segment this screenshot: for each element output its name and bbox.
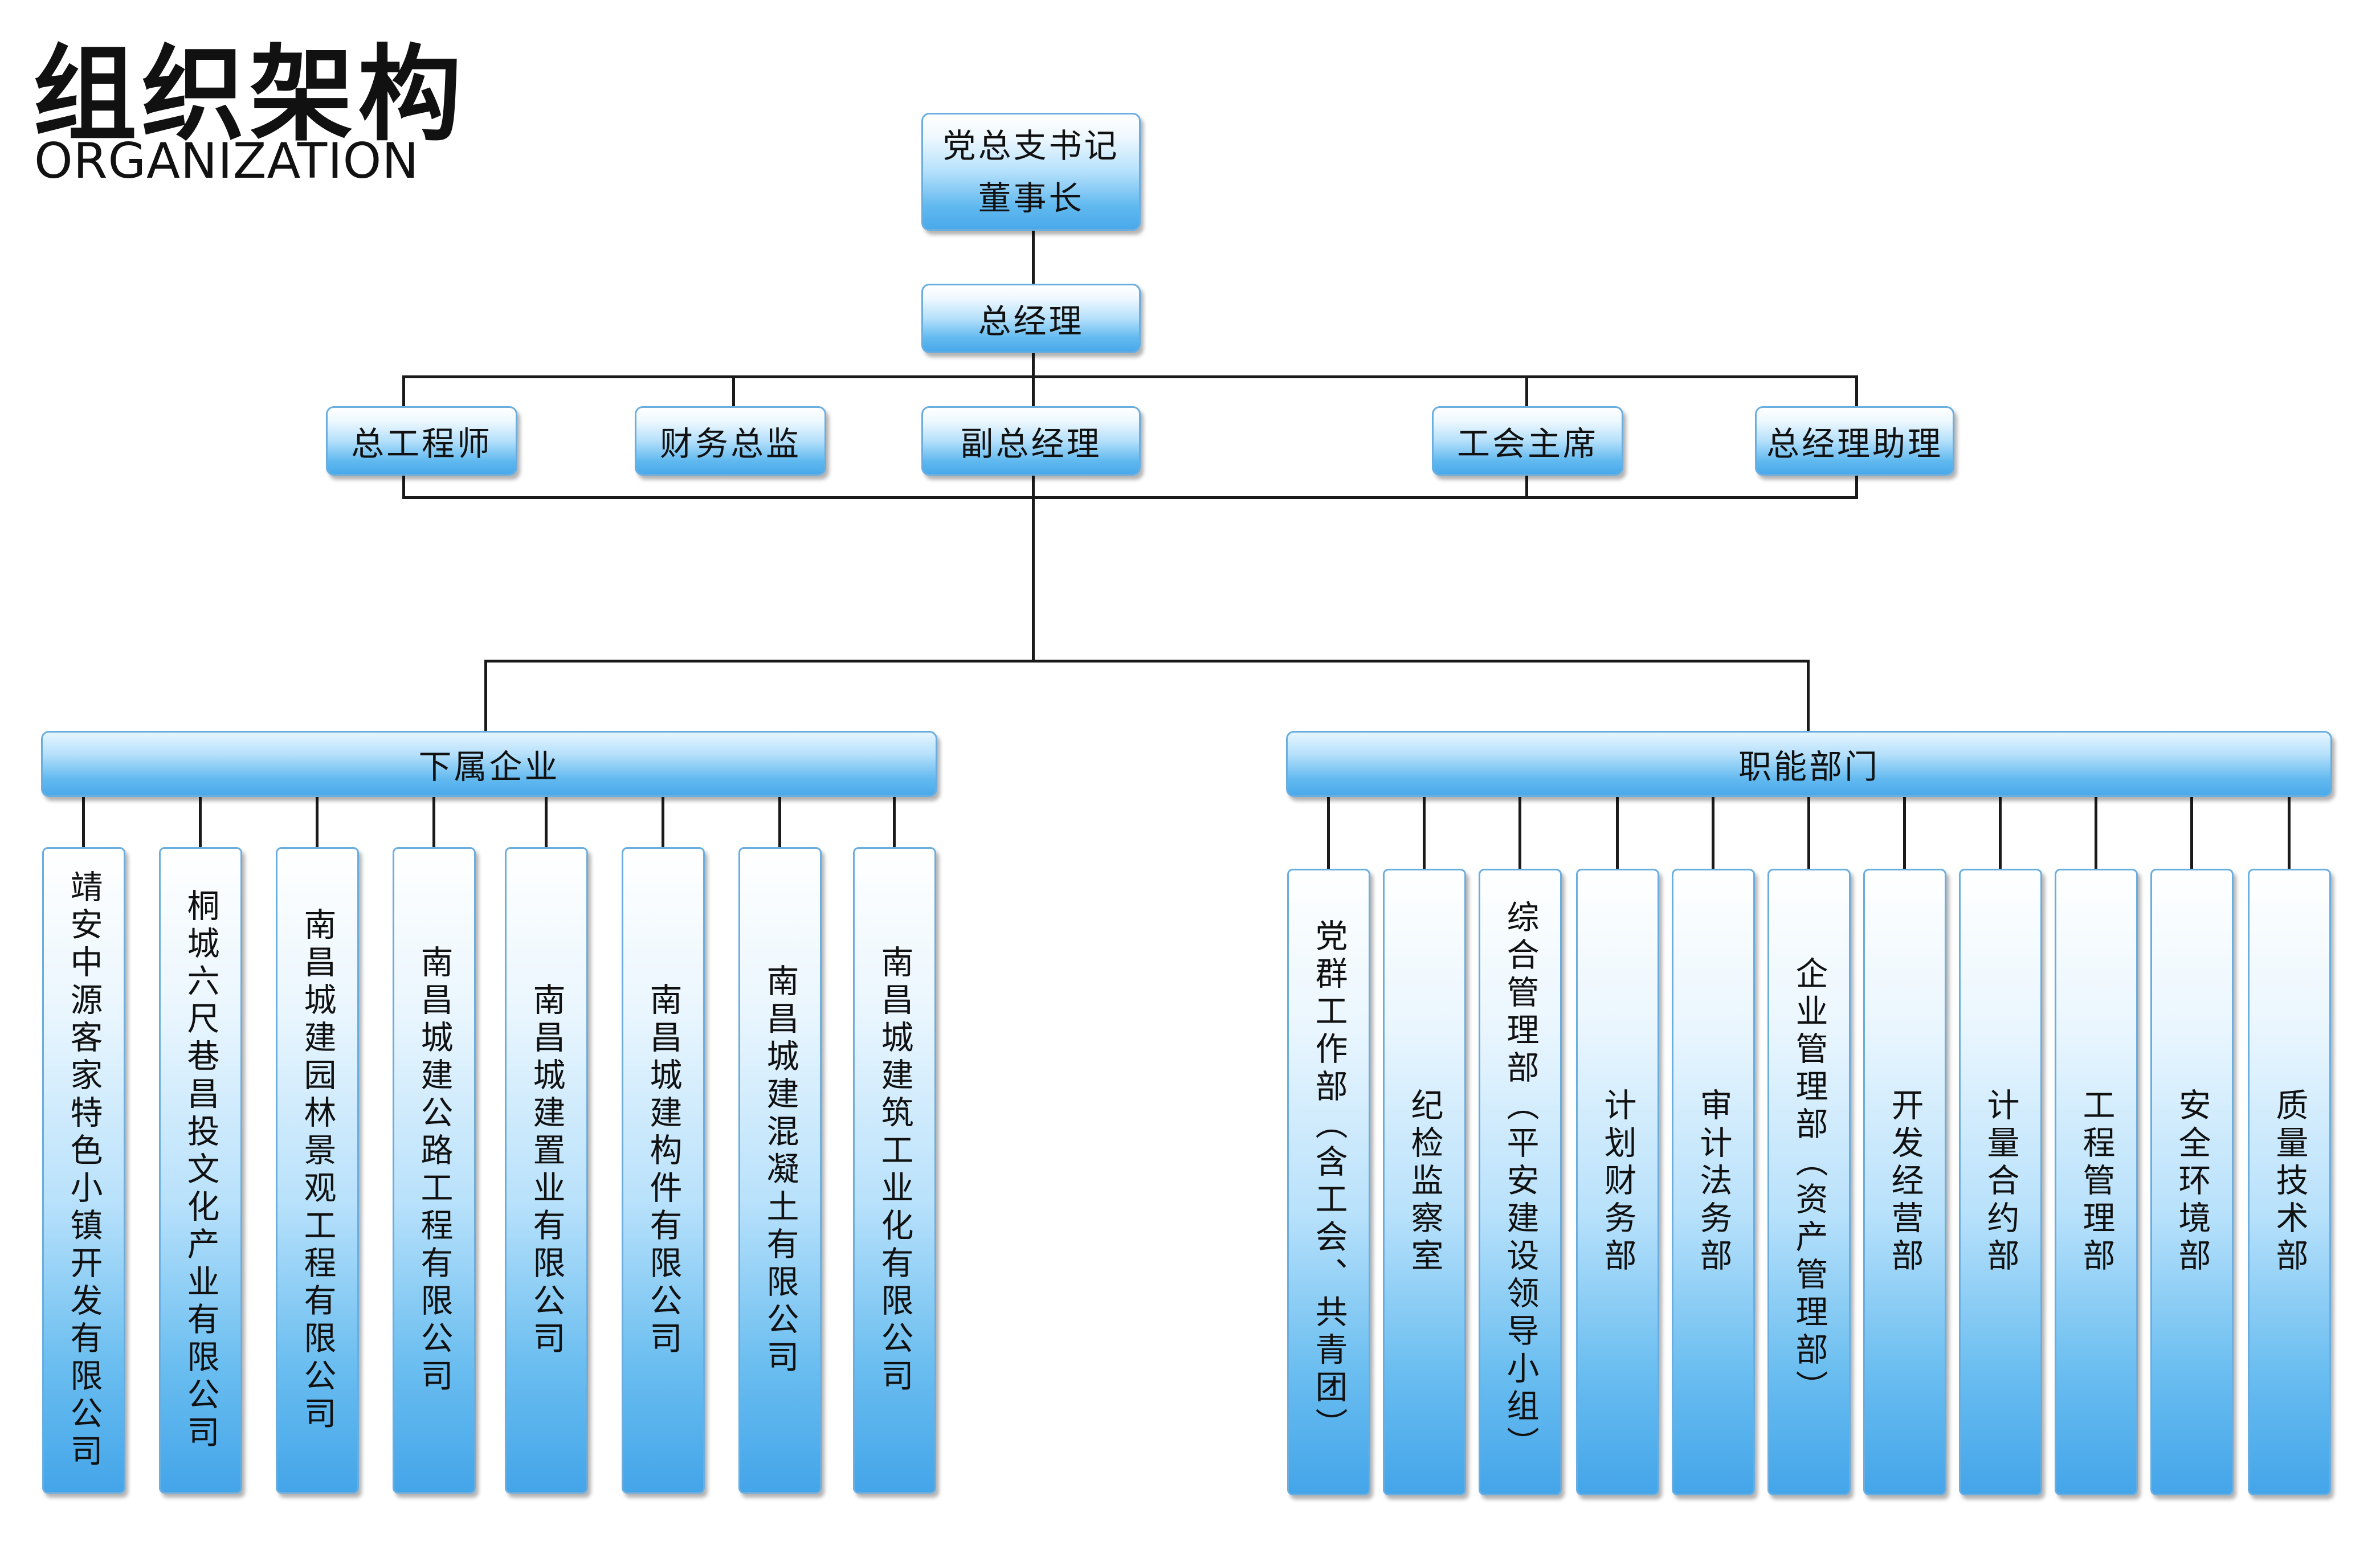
logo-title: 组织架构 — [33, 34, 466, 155]
subsidiary-item: 南昌城建混凝土有限公司 — [738, 847, 822, 1494]
node-assistant-gm: 总经理助理 — [1755, 406, 1954, 476]
department-item: 审计法务部 — [1672, 869, 1755, 1495]
department-item: 质量技术部 — [2248, 869, 2331, 1495]
node-party-secretary-label: 党总支书记 — [942, 126, 1120, 165]
departments-bar: 职能部门 — [1286, 731, 2332, 797]
node-chairman-label: 董事长 — [978, 178, 1084, 218]
subsidiary-item: 南昌城建置业有限公司 — [505, 847, 588, 1494]
subsidiary-item: 南昌城建构件有限公司 — [622, 847, 705, 1494]
department-item: 纪检监察室 — [1383, 869, 1466, 1495]
subsidiary-item: 南昌城建筑工业化有限公司 — [853, 847, 936, 1494]
department-item: 安全环境部 — [2150, 869, 2234, 1495]
department-item: 工程管理部 — [2055, 869, 2138, 1495]
node-cfo: 财务总监 — [635, 406, 826, 476]
subsidiary-item: 南昌城建公路工程有限公司 — [393, 847, 476, 1494]
department-item: 综合管理部（平安建设领导小组） — [1479, 869, 1562, 1495]
node-deputy-gm: 副总经理 — [921, 406, 1141, 476]
subsidiaries-bar: 下属企业 — [41, 731, 937, 797]
subsidiary-item: 桐城六尺巷昌投文化产业有限公司 — [159, 847, 242, 1494]
node-general-manager: 总经理 — [921, 284, 1141, 353]
subsidiary-item: 南昌城建园林景观工程有限公司 — [276, 847, 359, 1494]
node-party-secretary-chairman: 党总支书记 董事长 — [921, 113, 1141, 231]
subsidiary-item: 靖安中源客家特色小镇开发有限公司 — [42, 847, 125, 1494]
department-item: 计划财务部 — [1576, 869, 1659, 1495]
department-item: 党群工作部（含工会、共青团） — [1287, 869, 1370, 1495]
logo-subtitle: ORGANIZATION — [34, 133, 419, 190]
department-item: 计量合约部 — [1959, 869, 2042, 1495]
node-chief-engineer: 总工程师 — [326, 406, 517, 476]
node-union-chair: 工会主席 — [1432, 406, 1623, 476]
department-item: 企业管理部（资产管理部） — [1767, 869, 1851, 1495]
department-item: 开发经营部 — [1863, 869, 1946, 1495]
